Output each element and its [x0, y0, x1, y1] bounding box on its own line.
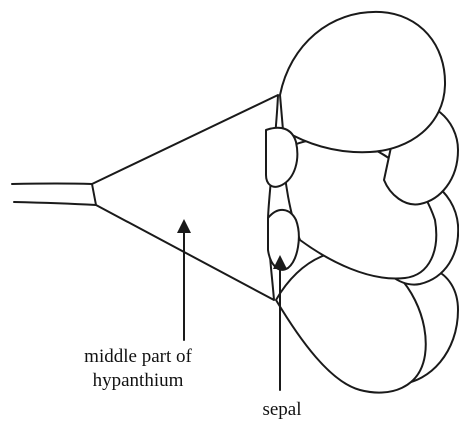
hypanthium-label-line2: hypanthium [48, 369, 228, 393]
petals [276, 12, 458, 393]
sepal-label: sepal [242, 398, 322, 422]
hypanthium-label-line1: middle part of [48, 345, 228, 369]
sepal-lower [268, 210, 299, 270]
petal-top [280, 12, 445, 152]
pedicel [12, 184, 96, 206]
hypanthium-label: middle part of hypanthium [48, 345, 228, 393]
